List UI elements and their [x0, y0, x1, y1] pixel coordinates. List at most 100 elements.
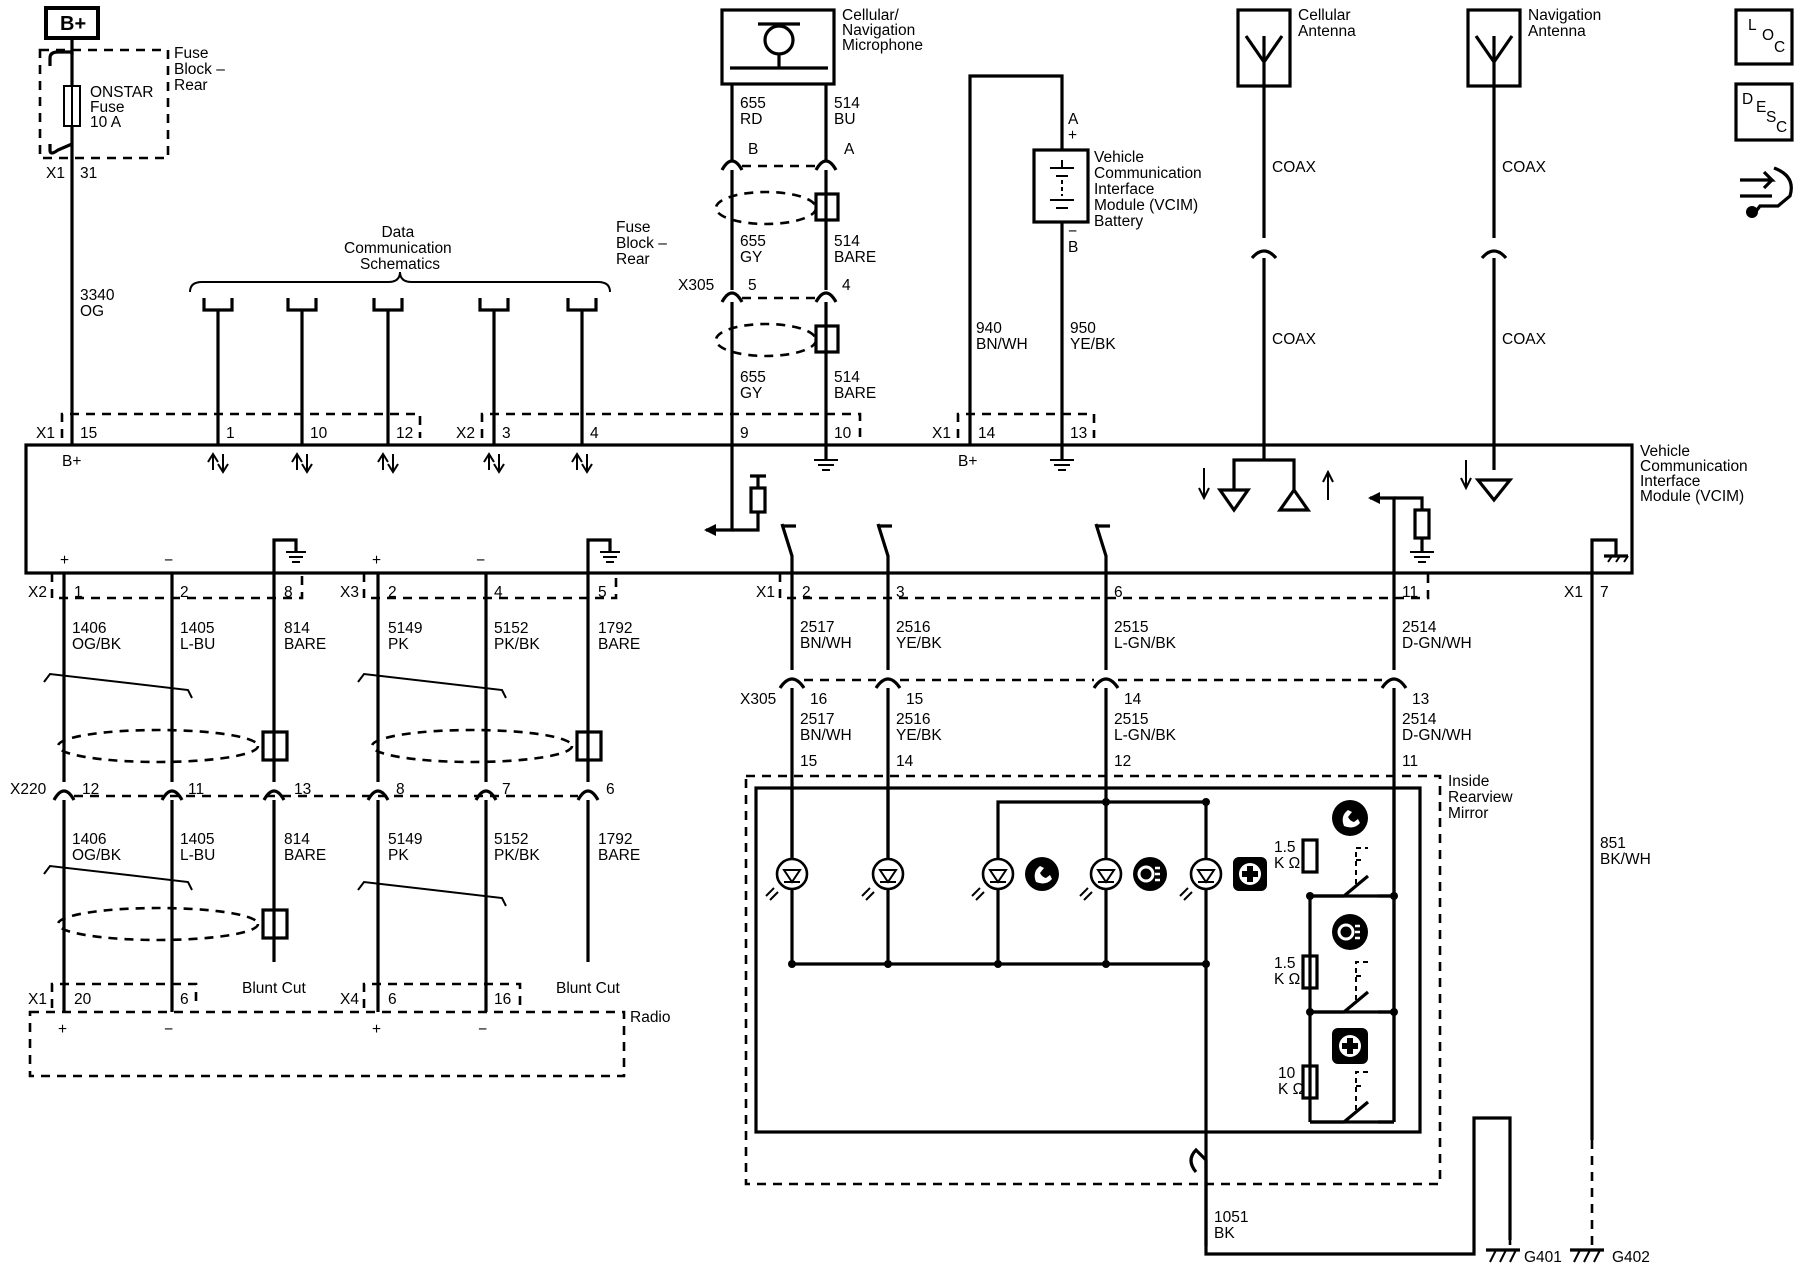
wire-950-label: 950 YE/BK: [1070, 320, 1116, 353]
connector-x305-top: X305: [678, 277, 714, 294]
vcim-bplus-2: B+: [958, 453, 977, 470]
x220-pin-6: 6: [606, 781, 615, 798]
loc-button[interactable]: [1734, 8, 1794, 66]
radio-shield-1: [56, 728, 260, 764]
x220-pin-11: 11: [188, 781, 204, 798]
battery-minus: −: [1068, 223, 1077, 240]
x305-pin-4: 4: [842, 277, 851, 294]
x220-pin-7: 7: [502, 781, 511, 798]
radio-pin-20: 20: [74, 991, 92, 1008]
vcim-x2-minus: −: [164, 552, 173, 569]
wire-940-label: 940 BN/WH: [976, 320, 1028, 353]
phone-button-icon: [1332, 800, 1368, 836]
button-pullup-resistor: [1413, 508, 1431, 540]
vcim-pin-10b: 10: [834, 425, 852, 442]
vcim-bottom-pin-7: 7: [1600, 584, 1609, 601]
emergency-icon: [1233, 857, 1267, 891]
wire-1051-connector: [1189, 1147, 1208, 1174]
x305-pin-15: 15: [906, 691, 923, 708]
mic-input-arrow: [704, 524, 716, 536]
mic-top-wire-labels-2: 514 BU: [834, 95, 864, 128]
navigation-antenna-label: Navigation Antenna: [1528, 7, 1606, 40]
connector-x1-bottom: X1: [756, 584, 775, 601]
mirror-label: Inside Rearview Mirror: [1448, 773, 1517, 822]
radio-shield-drain-2: [575, 730, 603, 762]
vcim-pin-14: 14: [978, 425, 996, 442]
blunt-cut-label-1: Blunt Cut: [242, 980, 306, 997]
x305-pin-13: 13: [1412, 691, 1429, 708]
ground-icon: [814, 445, 838, 471]
mirror-pin-11: 11: [1402, 753, 1418, 770]
navigation-coax-connector: [1480, 249, 1508, 260]
vcim-bottom-pin-6: 6: [1114, 584, 1123, 601]
resistor-10k: [1301, 1064, 1319, 1100]
mirror-pin-15: 15: [800, 753, 817, 770]
mic-pin-a: A: [844, 141, 855, 158]
button-input-wire: [1370, 496, 1396, 566]
vcim-pin-12: 12: [396, 425, 413, 442]
radio-pin-16: 16: [494, 991, 511, 1008]
cellular-up-arrow: [1322, 469, 1334, 500]
radio-pin-6: 6: [180, 991, 189, 1008]
vcim-pin-4: 4: [590, 425, 599, 442]
mic-mid-wire-label-1: 655 GY: [740, 233, 770, 266]
vcim-x1-bottom-connector: [778, 573, 1430, 600]
chassis-ground-hatch: [1607, 555, 1629, 563]
connector-x1-fuse: X1: [46, 165, 65, 182]
fuse-block-rear-2-label: Fuse Block – Rear: [616, 219, 671, 268]
x220-pin-8: 8: [396, 781, 405, 798]
cellular-coax-label-2: COAX: [1272, 331, 1317, 348]
cellular-coax-label-1: COAX: [1272, 159, 1317, 176]
shield-drain-1: [814, 192, 840, 222]
mirror-pin-12: 12: [1114, 753, 1131, 770]
radio-shield-2: [370, 728, 574, 764]
x220-connector: [52, 789, 600, 801]
mic-bias-resistor: [749, 486, 767, 514]
mic-input-wire: [706, 445, 734, 532]
wire-1051: [1204, 1116, 1512, 1256]
led-icon: [861, 857, 905, 901]
button-pullup-link: [1394, 496, 1424, 510]
navigation-down-arrow: [1460, 460, 1472, 491]
battery-plus: +: [1068, 127, 1077, 144]
wire-940: [968, 74, 1064, 445]
vcim-pin-1: 1: [226, 425, 235, 442]
wire-851-label: 851 BK/WH: [1600, 835, 1651, 868]
vcim-bottom-pin-4: 4: [494, 584, 503, 601]
connector-x3-bottom: X3: [340, 584, 359, 601]
connector-x4-radio: X4: [340, 991, 359, 1008]
data-comm-label: Data Communication Schematics: [344, 224, 456, 273]
inside-rearview-mirror-outline: [744, 774, 1442, 1186]
vcim-bottom-pin-2: 2: [180, 584, 189, 601]
vcim-x3-bottom-connector: [362, 573, 618, 600]
connector-arrows-icon[interactable]: [1740, 166, 1793, 218]
radio-x1-connector: [50, 982, 198, 1008]
ground-g402-icon: [1570, 1248, 1604, 1263]
microphone-label: Cellular/ Navigation Microphone: [842, 7, 923, 54]
radio-x4-connector: [362, 982, 522, 1008]
data-comm-wires: [216, 310, 584, 445]
x305-pin-16: 16: [810, 691, 827, 708]
ground-g401: G401: [1524, 1249, 1562, 1266]
vcim-pin-3: 3: [502, 425, 511, 442]
mic-bias-link: [732, 512, 760, 532]
battery-pin-a: A: [1068, 111, 1079, 128]
phone-icon: [1025, 857, 1059, 891]
desc-button[interactable]: [1734, 82, 1794, 142]
vcim-pin-10: 10: [310, 425, 328, 442]
mic-low-wire-label-1: 655 GY: [740, 369, 770, 402]
vcim-pin-15: 15: [80, 425, 97, 442]
led-icon: [1179, 857, 1223, 901]
twisted-pair-markers: [43, 672, 507, 907]
ground-g401-icon: [1486, 1248, 1520, 1263]
fuse-block-rear-label: Fuse Block – Rear: [174, 45, 229, 94]
